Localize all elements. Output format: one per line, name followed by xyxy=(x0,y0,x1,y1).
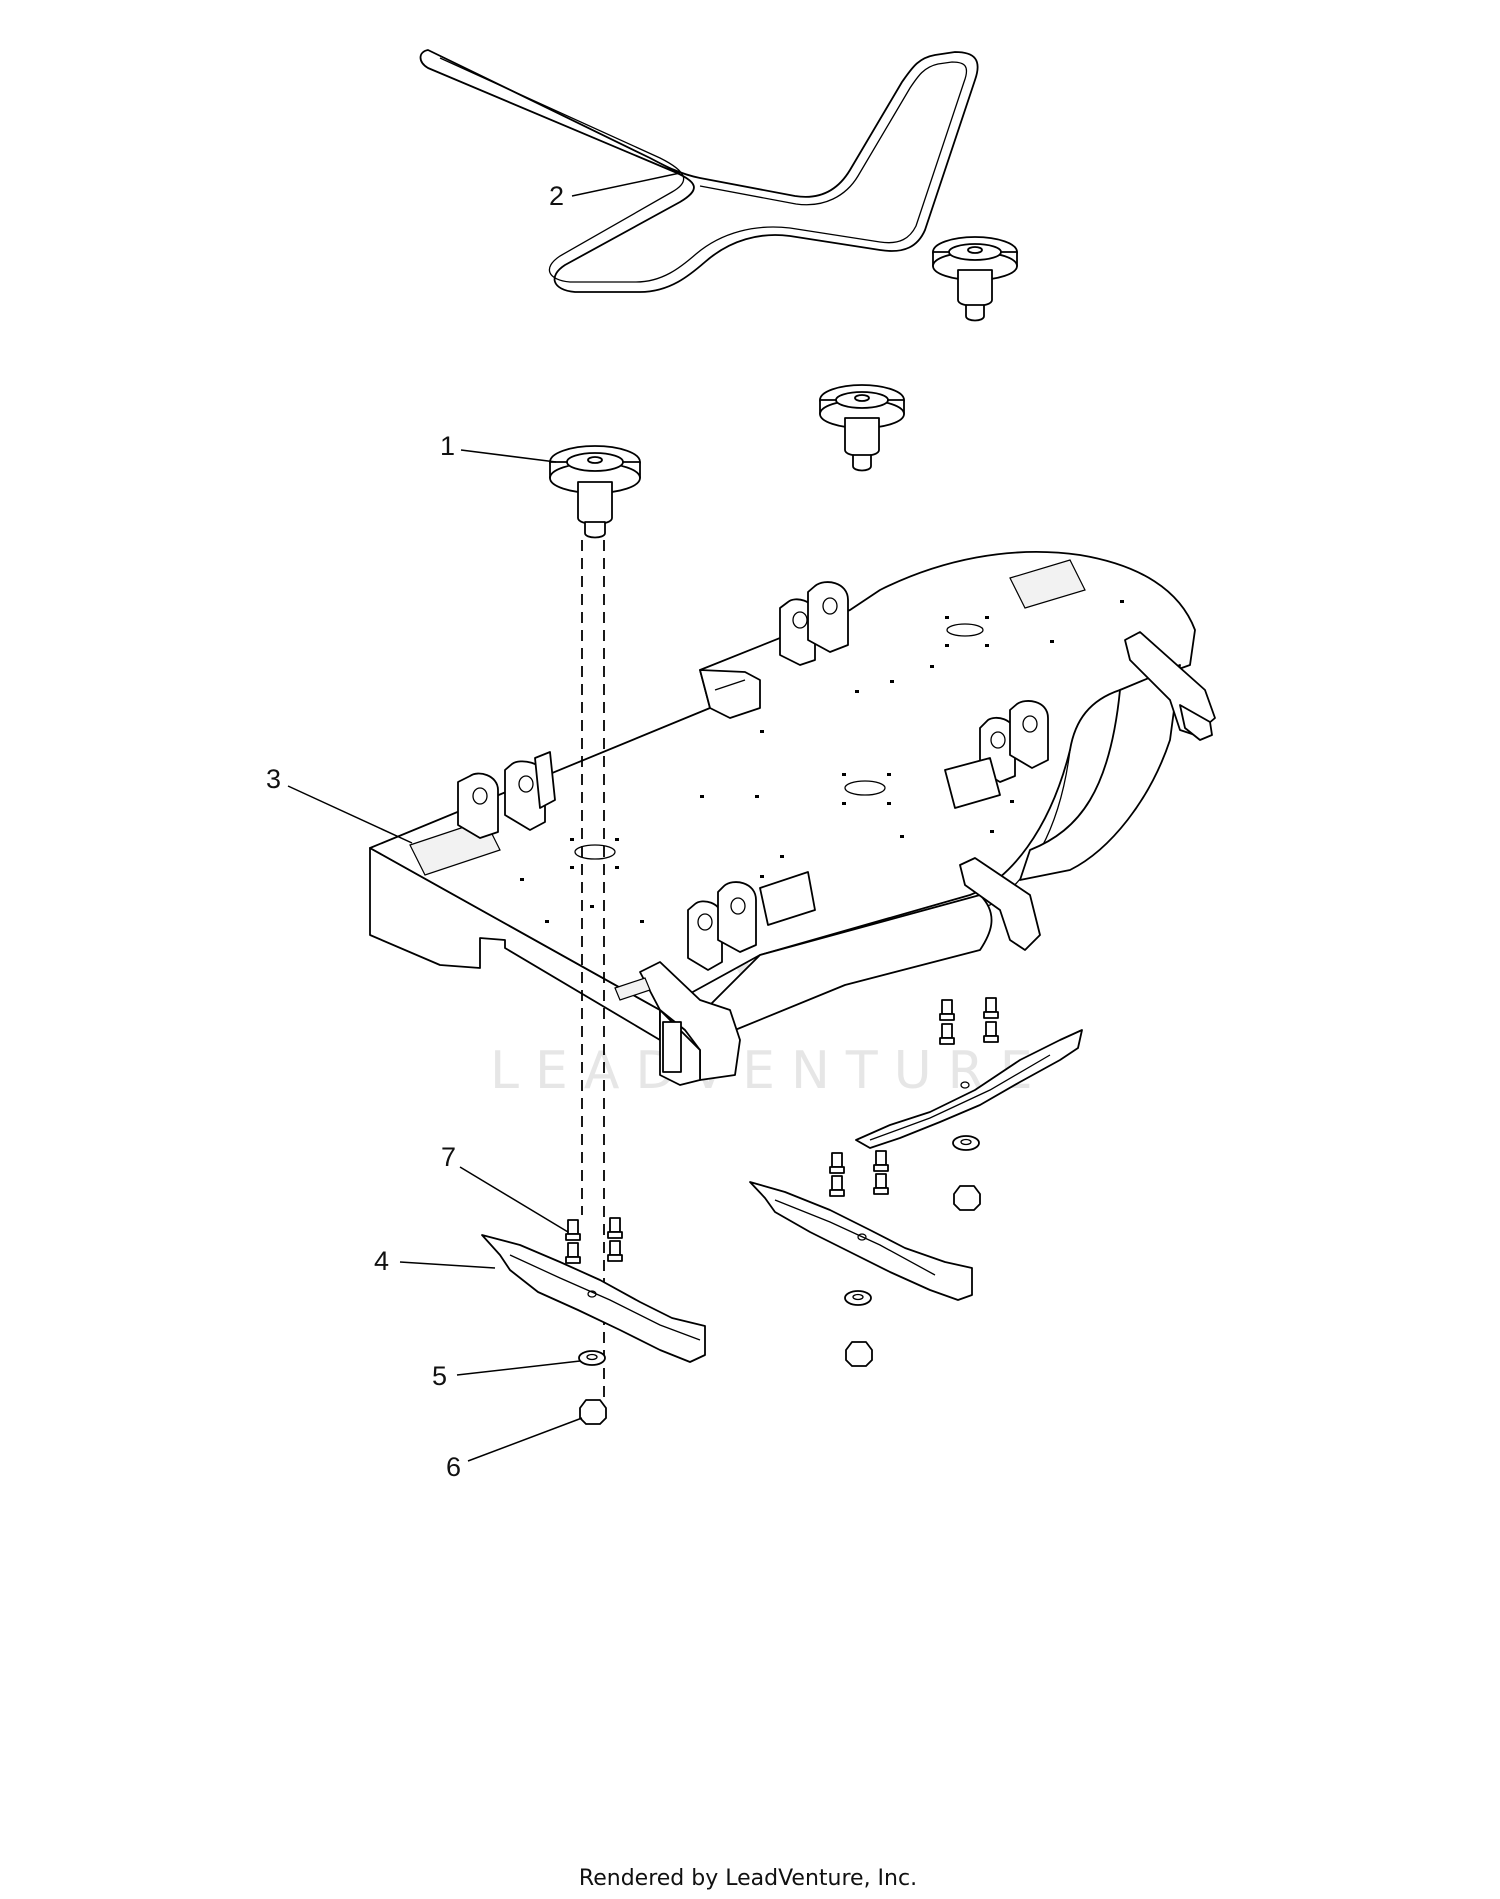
watermark-text: LEADVENTURE xyxy=(490,1041,1049,1101)
belt-part xyxy=(419,49,979,293)
deck-brackets xyxy=(457,581,1049,971)
svg-text:2: 2 xyxy=(549,181,564,211)
callout-6: 6 xyxy=(446,1417,583,1482)
spindle-assembly-left xyxy=(549,445,641,539)
svg-text:5: 5 xyxy=(432,1361,447,1391)
callout-5: 5 xyxy=(432,1360,581,1391)
blade-part xyxy=(481,1029,1083,1363)
washers-and-nuts xyxy=(578,1135,981,1425)
callout-3: 3 xyxy=(266,764,413,844)
callout-7: 7 xyxy=(441,1142,569,1233)
deck-holes xyxy=(520,600,1124,923)
spindle-assembly-center xyxy=(819,384,905,472)
callout-1: 1 xyxy=(440,431,557,463)
svg-text:1: 1 xyxy=(440,431,455,461)
svg-text:7: 7 xyxy=(441,1142,456,1172)
svg-text:4: 4 xyxy=(374,1246,389,1276)
mower-deck-part xyxy=(369,551,1216,1086)
svg-text:6: 6 xyxy=(446,1452,461,1482)
callout-4: 4 xyxy=(374,1246,496,1276)
svg-text:3: 3 xyxy=(266,764,281,794)
spindle-assembly-right-upper xyxy=(932,236,1018,322)
blade-bolts xyxy=(565,997,999,1264)
footer-credit: Rendered by LeadVenture, Inc. xyxy=(579,1866,917,1891)
callout-2: 2 xyxy=(549,172,681,211)
alignment-lines xyxy=(581,540,605,1400)
